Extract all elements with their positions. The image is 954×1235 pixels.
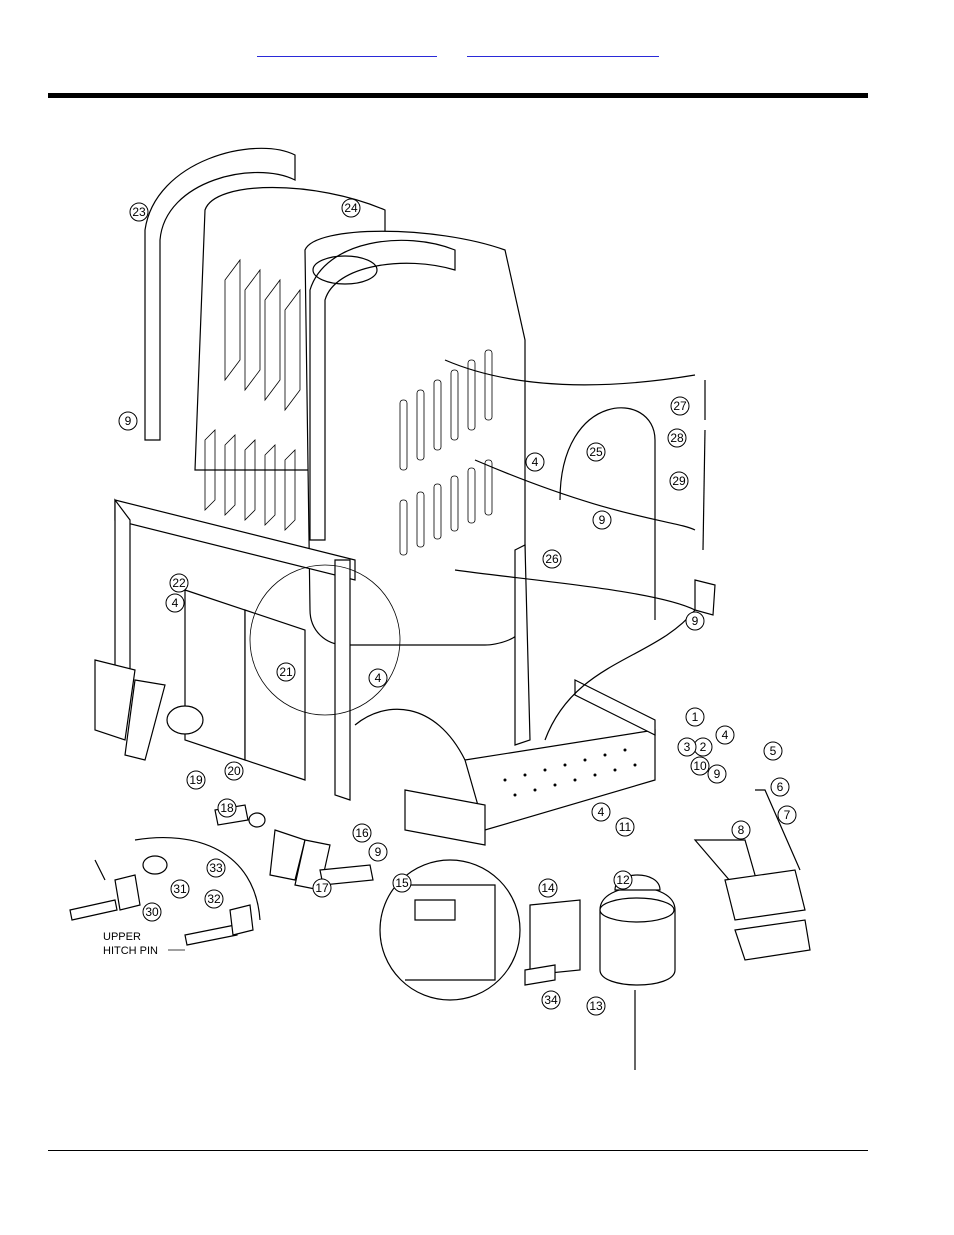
svg-text:12: 12 <box>616 873 630 887</box>
callout-18: 18 <box>217 798 237 818</box>
callout-4e: 4 <box>715 725 735 745</box>
svg-text:13: 13 <box>589 999 603 1013</box>
callout-7: 7 <box>777 805 797 825</box>
callout-23: 23 <box>129 202 149 222</box>
svg-text:4: 4 <box>532 455 539 469</box>
svg-text:5: 5 <box>770 744 777 758</box>
callout-30: 30 <box>142 902 162 922</box>
svg-text:9: 9 <box>599 513 606 527</box>
callout-13: 13 <box>586 996 606 1016</box>
callout-25: 25 <box>586 442 606 462</box>
callout-4b: 4 <box>165 593 185 613</box>
callout-10: 10 <box>690 756 710 776</box>
hose-drawing <box>444 359 716 741</box>
callout-19: 19 <box>186 770 206 790</box>
svg-text:9: 9 <box>125 414 132 428</box>
upper-hitch-pin-label-line1: UPPER <box>103 931 141 943</box>
svg-text:11: 11 <box>619 820 632 834</box>
svg-text:23: 23 <box>132 205 146 219</box>
svg-text:22: 22 <box>172 576 186 590</box>
svg-text:28: 28 <box>670 431 684 445</box>
callout-8: 8 <box>731 820 751 840</box>
callout-14: 14 <box>538 878 558 898</box>
callout-4c: 4 <box>368 668 388 688</box>
svg-text:18: 18 <box>220 801 234 815</box>
callout-26: 26 <box>542 549 562 569</box>
callout-4d: 4 <box>591 802 611 822</box>
svg-text:24: 24 <box>344 201 358 215</box>
svg-text:4: 4 <box>722 728 729 742</box>
callout-5: 5 <box>763 741 783 761</box>
callout-11: 11 <box>615 817 635 837</box>
callout-9d: 9 <box>707 764 727 784</box>
callout-9e: 9 <box>368 842 388 862</box>
callout-31: 31 <box>170 879 190 899</box>
callout-9b: 9 <box>592 510 612 530</box>
step-platform-drawing <box>404 679 656 846</box>
svg-text:25: 25 <box>589 445 603 459</box>
callout-20: 20 <box>224 761 244 781</box>
callout-33: 33 <box>206 858 226 878</box>
callout-9c: 9 <box>685 611 705 631</box>
callout-32: 32 <box>204 889 224 909</box>
svg-text:8: 8 <box>738 823 745 837</box>
callout-28: 28 <box>667 428 687 448</box>
svg-text:9: 9 <box>692 614 699 628</box>
ladder-drawing <box>693 789 811 961</box>
svg-text:20: 20 <box>227 764 241 778</box>
svg-text:3: 3 <box>684 740 691 754</box>
svg-text:4: 4 <box>172 596 179 610</box>
svg-text:32: 32 <box>207 892 221 906</box>
water-jug-drawing <box>599 874 676 1070</box>
hitch-pins-drawing <box>69 804 374 946</box>
svg-text:26: 26 <box>545 552 559 566</box>
svg-text:1: 1 <box>692 710 699 724</box>
callout-3: 3 <box>677 737 697 757</box>
svg-text:6: 6 <box>777 780 784 794</box>
svg-text:9: 9 <box>714 767 721 781</box>
callout-27: 27 <box>670 396 690 416</box>
svg-text:14: 14 <box>541 881 555 895</box>
callout-15: 15 <box>392 873 412 893</box>
svg-text:7: 7 <box>784 808 791 822</box>
svg-text:17: 17 <box>315 881 329 895</box>
svg-text:4: 4 <box>375 671 382 685</box>
callout-1: 1 <box>685 707 705 727</box>
svg-text:9: 9 <box>375 845 382 859</box>
svg-text:31: 31 <box>173 882 187 896</box>
svg-text:34: 34 <box>544 993 558 1007</box>
svg-text:2: 2 <box>700 740 707 754</box>
header-link-2[interactable] <box>467 40 659 57</box>
callout-21: 21 <box>276 662 296 682</box>
footer-rule <box>48 1150 868 1151</box>
svg-text:19: 19 <box>189 773 203 787</box>
callout-17: 17 <box>312 878 332 898</box>
svg-text:33: 33 <box>209 861 223 875</box>
tank-drawing <box>144 147 526 646</box>
upper-hitch-pin-label-line2: HITCH PIN <box>103 945 158 957</box>
parts-diagram: 1 2 3 4 4 4 4 4 5 6 7 8 9 9 9 9 9 10 11 … <box>55 140 820 1075</box>
svg-text:30: 30 <box>145 905 159 919</box>
svg-text:16: 16 <box>355 826 369 840</box>
svg-text:15: 15 <box>395 876 409 890</box>
detail-inset-drawing <box>379 859 581 1001</box>
callout-2: 2 <box>693 737 713 757</box>
callout-16: 16 <box>352 823 372 843</box>
svg-text:29: 29 <box>672 474 686 488</box>
callout-12: 12 <box>613 870 633 890</box>
svg-text:27: 27 <box>673 399 687 413</box>
svg-text:4: 4 <box>598 805 605 819</box>
callout-29: 29 <box>669 471 689 491</box>
callout-22: 22 <box>169 573 189 593</box>
callout-4a: 4 <box>525 452 545 472</box>
callout-6: 6 <box>770 777 790 797</box>
header-link-1[interactable] <box>257 40 437 57</box>
svg-text:10: 10 <box>693 759 707 773</box>
callout-34: 34 <box>541 990 561 1010</box>
header-rule <box>48 93 868 98</box>
callout-9a: 9 <box>118 411 138 431</box>
svg-text:21: 21 <box>279 665 293 679</box>
callout-24: 24 <box>341 198 361 218</box>
